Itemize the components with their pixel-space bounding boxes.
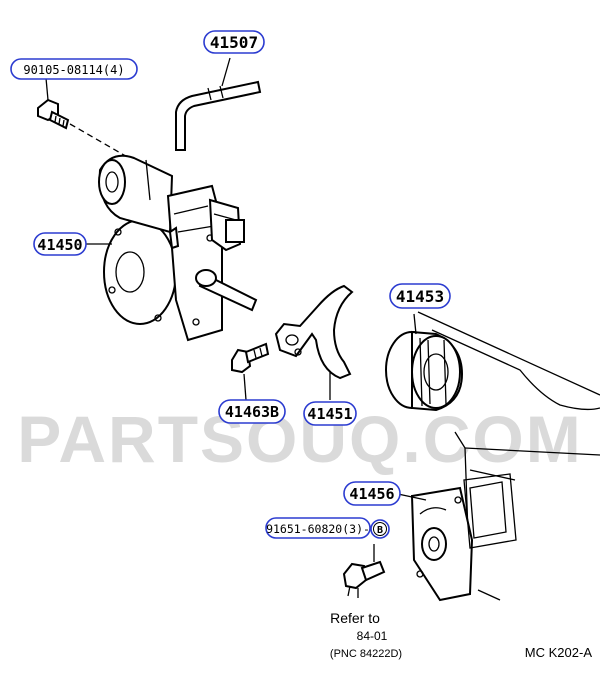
- svg-text:91651-60820(3)-: 91651-60820(3)-: [266, 522, 370, 536]
- leader-41456: [397, 493, 427, 501]
- leader-41463b: [243, 373, 247, 401]
- callout-41450[interactable]: 41450: [33, 232, 87, 256]
- svg-text:90105-08114(4): 90105-08114(4): [23, 63, 124, 77]
- refer-to-line1: Refer to: [330, 610, 380, 626]
- shift-sleeve: [385, 330, 464, 412]
- svg-text:41463B: 41463B: [225, 403, 279, 421]
- callout-41463b[interactable]: 41463B: [218, 399, 286, 424]
- svg-text:41450: 41450: [37, 236, 82, 254]
- bolt-41463b: [231, 342, 270, 374]
- cover-plate: [410, 473, 517, 602]
- callout-41451[interactable]: 41451: [303, 401, 357, 426]
- diagram-code: MC K202-A: [525, 645, 593, 660]
- callout-41507[interactable]: 41507: [203, 30, 265, 54]
- leader-41453: [413, 313, 417, 335]
- callout-41453[interactable]: 41453: [389, 283, 451, 309]
- svg-text:41453: 41453: [396, 287, 444, 306]
- svg-text:41507: 41507: [210, 33, 258, 52]
- actuator-assembly: [98, 154, 258, 342]
- svg-text:41451: 41451: [307, 405, 352, 423]
- refer-to-line2: 84-01: [357, 629, 388, 643]
- leader-41507: [221, 57, 231, 87]
- callout-91651-60820[interactable]: 91651-60820(3)-: [265, 517, 371, 539]
- svg-text:B: B: [377, 525, 383, 536]
- svg-text:41456: 41456: [349, 485, 394, 503]
- watermark: PARTSOUQ.COM: [17, 402, 582, 476]
- breather-hose: [175, 80, 262, 151]
- marker-b[interactable]: B: [370, 519, 390, 539]
- shift-fork: [274, 284, 354, 380]
- leader-90105: [45, 77, 49, 101]
- neutral-switch: [342, 560, 386, 598]
- dash-bolt-to-motor: [69, 123, 151, 171]
- transmission-case-outline: [417, 311, 600, 601]
- callout-90105-08114[interactable]: 90105-08114(4): [10, 58, 138, 80]
- callout-41456[interactable]: 41456: [343, 481, 401, 506]
- refer-to-line3: (PNC 84222D): [330, 648, 402, 660]
- bolt-90105: [37, 98, 70, 130]
